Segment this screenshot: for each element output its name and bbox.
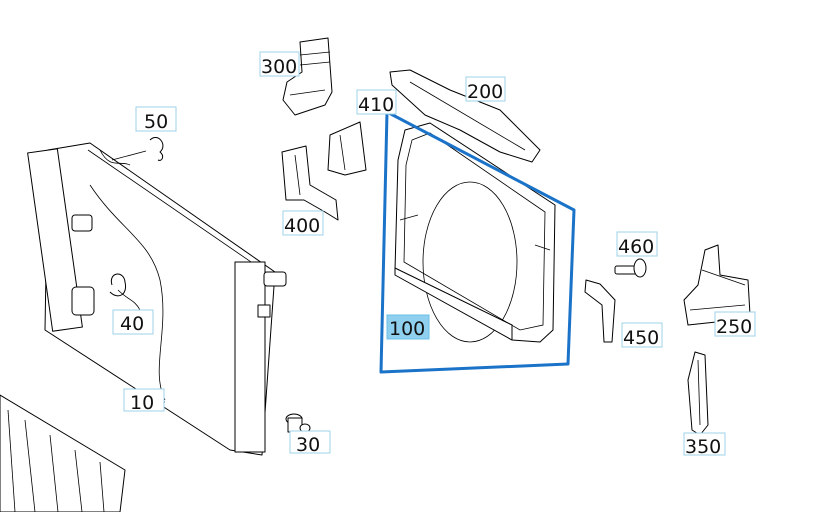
bracket-part-400[interactable] — [281, 145, 339, 221]
callout-30[interactable]: 30 — [289, 430, 331, 456]
bracket-part-350[interactable] — [687, 351, 709, 436]
clip-part-40[interactable] — [109, 273, 127, 297]
callout-450[interactable]: 450 — [621, 322, 663, 349]
callout-100[interactable]: 100 — [386, 314, 430, 340]
selection-highlight — [379, 110, 576, 374]
cover-part-200[interactable] — [389, 69, 541, 163]
callout-50[interactable]: 50 — [135, 106, 177, 133]
callout-350[interactable]: 350 — [683, 432, 726, 458]
clip-part-50[interactable] — [149, 137, 164, 161]
callout-300[interactable]: 300 — [259, 51, 300, 78]
callout-40[interactable]: 40 — [112, 309, 154, 335]
callout-400[interactable]: 400 — [282, 210, 324, 237]
bracket-part-450[interactable] — [584, 279, 616, 343]
shroud-fragment-part — [0, 394, 126, 512]
callout-410[interactable]: 410 — [356, 89, 397, 116]
callout-10[interactable]: 10 — [123, 388, 165, 414]
radiator-part[interactable] — [27, 142, 287, 456]
callout-460[interactable]: 460 — [616, 231, 658, 258]
bracket-part-410[interactable] — [327, 121, 367, 176]
callout-200[interactable]: 200 — [465, 76, 506, 103]
connector-part-30[interactable] — [285, 413, 311, 433]
callout-250[interactable]: 250 — [714, 311, 756, 338]
fan-shroud-part-100[interactable] — [394, 122, 556, 343]
bolt-part-460[interactable] — [614, 258, 647, 278]
